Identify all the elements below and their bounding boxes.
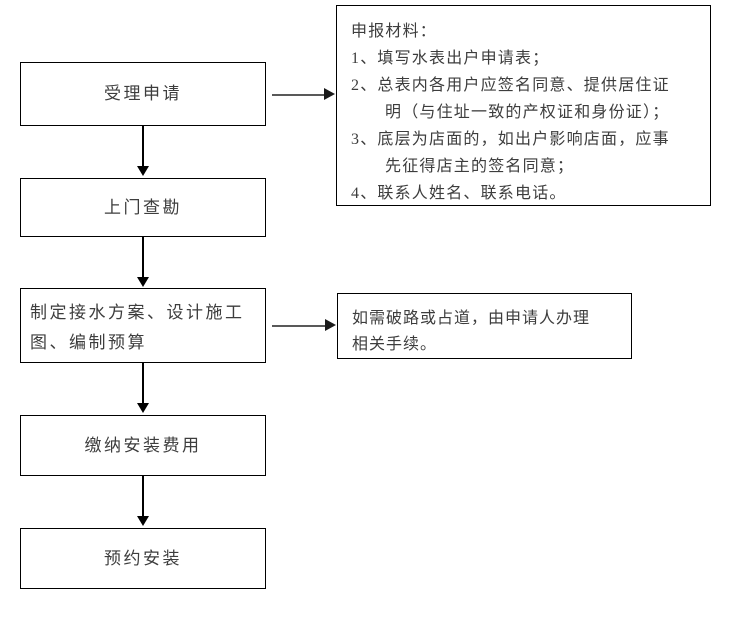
process-box-install[interactable]: 预约安装 (20, 528, 266, 589)
connector-plan-to-road-arrowhead (325, 319, 336, 331)
process-box-plan-label: 制定接水方案、设计施工 图、编制预算 (30, 303, 245, 352)
note-materials-line-5: 先征得店主的签名同意； (385, 158, 575, 175)
connector-survey-to-plan-line (142, 237, 144, 278)
note-materials-line-2: 2、总表内各用户应签名同意、提供居住证 (351, 77, 670, 94)
connector-accept-to-materials-line (272, 94, 325, 96)
note-box-materials[interactable]: 申报材料： 1、填写水表出户申请表； 2、总表内各用户应签名同意、提供居住证 明… (336, 5, 711, 206)
connector-accept-to-materials-arrowhead (324, 88, 335, 100)
process-box-survey-label: 上门查勘 (104, 197, 182, 217)
connector-accept-to-survey-line (142, 126, 144, 168)
connector-plan-to-fee-line (142, 363, 144, 405)
connector-accept-to-survey-arrowhead (137, 166, 149, 176)
note-materials-line-6: 4、联系人姓名、联系电话。 (351, 185, 567, 202)
process-box-survey[interactable]: 上门查勘 (20, 178, 266, 237)
note-materials-line-1: 1、填写水表出户申请表； (351, 50, 550, 67)
connector-plan-to-fee-arrowhead (137, 403, 149, 413)
process-box-fee[interactable]: 缴纳安装费用 (20, 415, 266, 476)
connector-plan-to-road-line (272, 325, 326, 327)
connector-fee-to-install-line (142, 476, 144, 518)
connector-fee-to-install-arrowhead (137, 516, 149, 526)
process-box-fee-label: 缴纳安装费用 (84, 435, 202, 455)
note-materials-line-4: 3、底层为店面的，如出户影响店面，应事 (351, 131, 670, 148)
note-materials-line-0: 申报材料： (351, 23, 438, 40)
process-box-install-label: 预约安装 (104, 548, 182, 568)
process-box-accept[interactable]: 受理申请 (20, 62, 266, 126)
note-box-road[interactable]: 如需破路或占道，由申请人办理 相关手续。 (337, 293, 632, 359)
note-road-line-1: 相关手续。 (352, 336, 438, 353)
note-road-line-0: 如需破路或占道，由申请人办理 (352, 310, 591, 327)
connector-survey-to-plan-arrowhead (137, 277, 149, 287)
process-box-plan[interactable]: 制定接水方案、设计施工 图、编制预算 (20, 288, 266, 363)
note-materials-line-3: 明（与住址一致的产权证和身份证）； (385, 104, 670, 121)
process-box-accept-label: 受理申请 (104, 84, 182, 103)
